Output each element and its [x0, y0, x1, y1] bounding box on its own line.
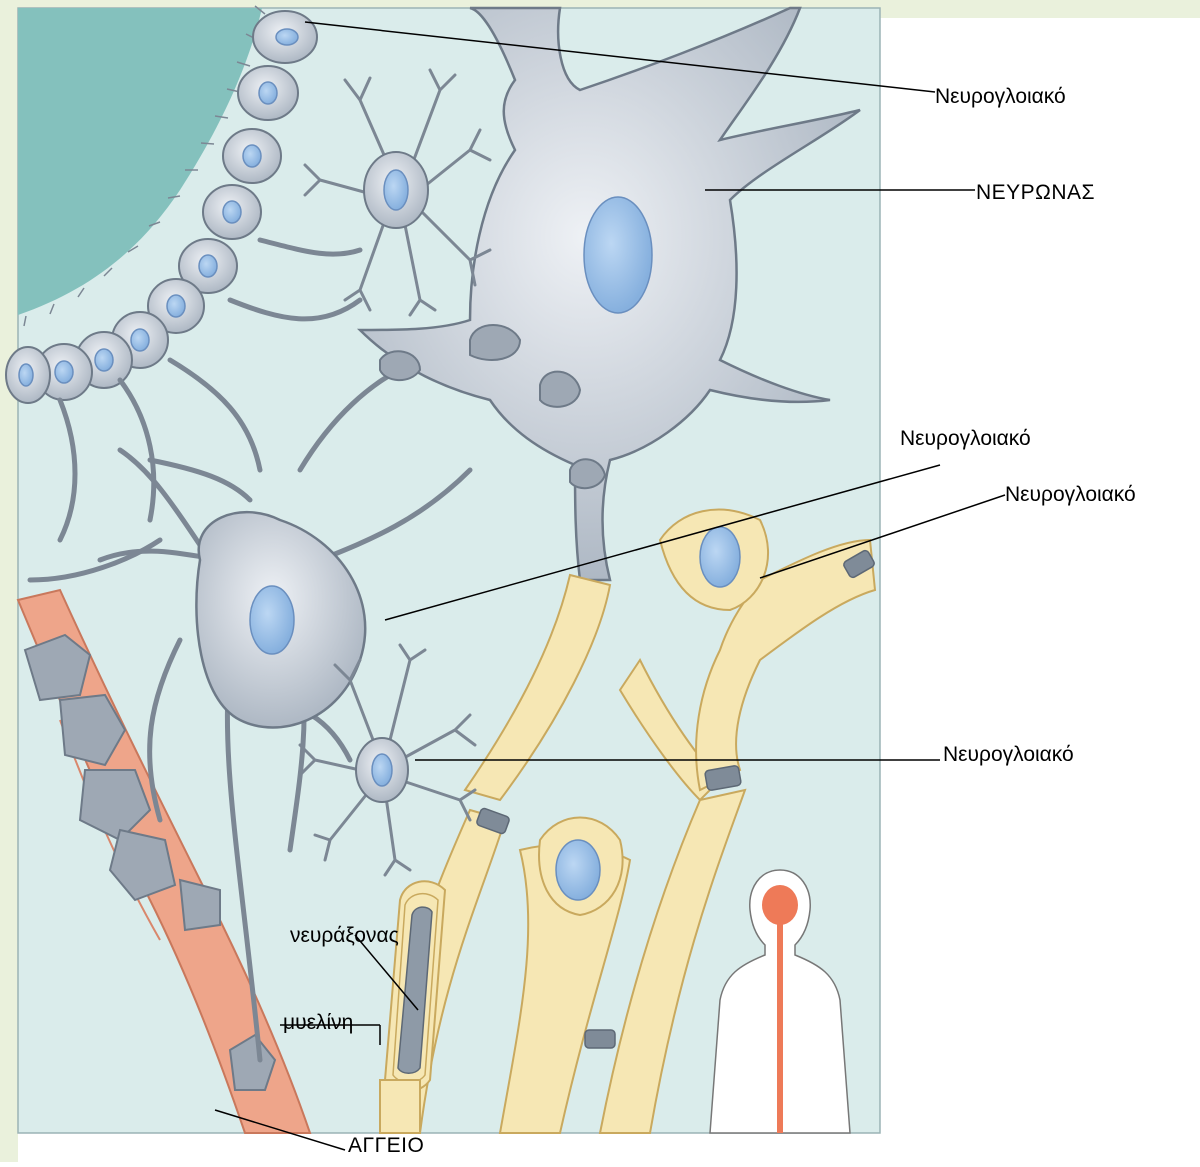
slide-left-band	[0, 0, 18, 1162]
label-neuron: ΝΕΥΡΩΝΑΣ	[976, 182, 1095, 203]
label-vessel: ΑΓΓΕΙΟ	[348, 1135, 424, 1156]
label-axon: νευράξονας	[290, 925, 399, 946]
label-glial-middle: Νευρογλοιακό	[900, 428, 1031, 449]
label-myelin: μυελίνη	[283, 1012, 353, 1033]
label-glial-top: Νευρογλοιακό	[935, 86, 1066, 107]
label-glial-right: Νευρογλοιακό	[1005, 484, 1136, 505]
label-glial-lower: Νευρογλοιακό	[943, 744, 1074, 765]
